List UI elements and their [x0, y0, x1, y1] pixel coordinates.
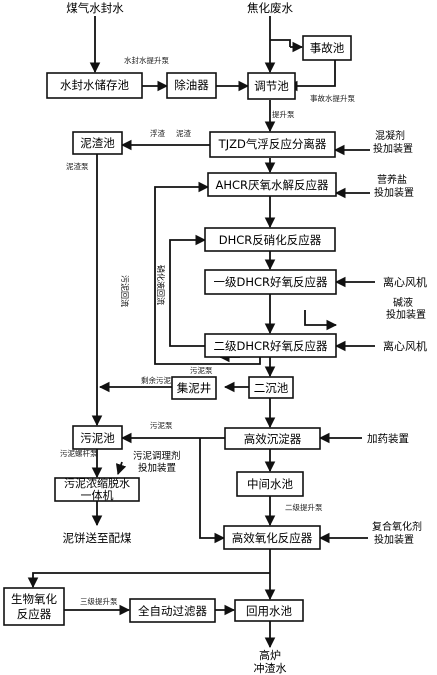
node-sludge-tank: 泥渣池	[72, 131, 123, 155]
middle-label: 中间水池	[247, 477, 293, 491]
flow-lines	[27, 16, 375, 649]
node-bio-carbon: 生物氧化 反应器	[3, 587, 65, 626]
node-filter: 全自动过滤器	[129, 598, 216, 623]
equalization-label: 调节池	[254, 79, 289, 93]
nutrient-label-line2: 投加装置	[374, 186, 414, 199]
node-tjzd: TJZD气浮反应分离器	[209, 131, 336, 158]
node-middle: 中间水池	[236, 471, 304, 497]
label-seal-pump: 水封水提升泵	[124, 55, 169, 65]
node-accident: 事故池	[302, 35, 352, 61]
dewater-label-line1: 污泥浓缩脱水	[64, 476, 130, 490]
alkali-label-line1: 碱液	[393, 296, 413, 309]
oxidant-label-line1: 复合氧化剂	[372, 520, 422, 533]
accident-label: 事故池	[310, 41, 345, 55]
node-seal-storage: 水封水储存池	[46, 72, 143, 99]
node-aerobic2: 二级DHCR好氧反应器	[204, 333, 337, 358]
sludge-pool-label: 污泥池	[80, 431, 115, 445]
sludge-well-label: 集泥井	[177, 381, 212, 395]
secondary-label: 二沉池	[254, 381, 289, 395]
label-sludge-pump3: 污泥泵	[150, 421, 173, 430]
label-sludge-pump: 泥渣泵	[66, 161, 89, 171]
nutrient-label-line1: 营养盐	[377, 173, 407, 186]
ahcr-label: AHCR厌氧水解反应器	[215, 178, 329, 192]
label-lift-pump: 提升泵	[272, 109, 295, 119]
node-dhcr: DHCR反硝化反应器	[204, 227, 336, 252]
sludge-tank-label: 泥渣池	[80, 136, 115, 150]
label-accident-pump: 事故水提升泵	[310, 93, 355, 103]
node-dewater: 污泥浓缩脱水 一体机	[54, 476, 140, 502]
label-screw-pump: 污泥螺杆泵	[60, 448, 98, 458]
bio-carbon-label-line2: 反应器	[17, 607, 52, 621]
output-slag-line2: 冲渣水	[254, 661, 287, 675]
label-lift-pump2: 二级提升泵	[285, 502, 323, 512]
reuse-label: 回用水池	[246, 604, 292, 618]
filter-label: 全自动过滤器	[138, 604, 207, 618]
flocculant-label-line1: 混凝剂	[375, 129, 405, 142]
clarifier-label: 高效沉淀器	[244, 432, 302, 446]
label-sludge-pump2: 污泥泵	[190, 366, 213, 375]
seal-storage-label: 水封水储存池	[60, 78, 129, 92]
label-lift-pump3: 三级提升泵	[80, 596, 118, 606]
label-excess-sludge: 剩余污泥	[141, 375, 171, 385]
blower1-label: 离心风机	[383, 275, 427, 289]
blower2-label: 离心风机	[383, 339, 427, 353]
conditioner-label-line2: 投加装置	[138, 462, 176, 474]
source-coking-wastewater: 焦化废水	[247, 1, 293, 15]
node-secondary: 二沉池	[248, 376, 294, 399]
node-clarifier: 高效沉淀器	[224, 427, 321, 450]
flocculant-label-line2: 投加装置	[373, 142, 413, 155]
aerobic2-label: 二级DHCR好氧反应器	[213, 339, 328, 353]
output-slag-line1: 高炉	[259, 648, 281, 662]
label-sludge: 泥渣	[176, 128, 191, 138]
alkali-label-line2: 投加装置	[386, 308, 426, 321]
dewater-label-line2: 一体机	[81, 488, 114, 502]
node-sludge-pool: 污泥池	[72, 425, 123, 450]
node-oil-remover: 除油器	[166, 72, 217, 99]
node-reuse: 回用水池	[234, 599, 304, 622]
source-gas-water-seal: 煤气水封水	[66, 1, 124, 15]
bio-carbon-label-line1: 生物氧化	[11, 592, 57, 606]
aerobic1-label: 一级DHCR好氧反应器	[213, 275, 328, 289]
node-oxidation: 高效氧化反应器	[223, 525, 321, 550]
label-nitrate-return: 硝化液回流	[156, 265, 166, 305]
node-ahcr: AHCR厌氧水解反应器	[207, 172, 337, 197]
node-aerobic1: 一级DHCR好氧反应器	[204, 269, 337, 295]
label-sludge-return: 污泥回流	[120, 275, 130, 307]
oxidant-label-line2: 投加装置	[374, 533, 414, 546]
output-cake: 泥饼送至配煤	[63, 531, 132, 545]
node-sludge-well: 集泥井	[171, 376, 217, 400]
oxidation-label: 高效氧化反应器	[232, 531, 313, 545]
node-equalization: 调节池	[247, 72, 296, 100]
dhcr-label: DHCR反硝化反应器	[219, 233, 322, 247]
dosing-label: 加药装置	[367, 432, 409, 445]
tjzd-label: TJZD气浮反应分离器	[218, 137, 327, 151]
label-floc: 浮渣	[150, 128, 165, 138]
conditioner-label-line1: 污泥调理剂	[133, 450, 181, 462]
oil-remover-label: 除油器	[174, 78, 209, 92]
